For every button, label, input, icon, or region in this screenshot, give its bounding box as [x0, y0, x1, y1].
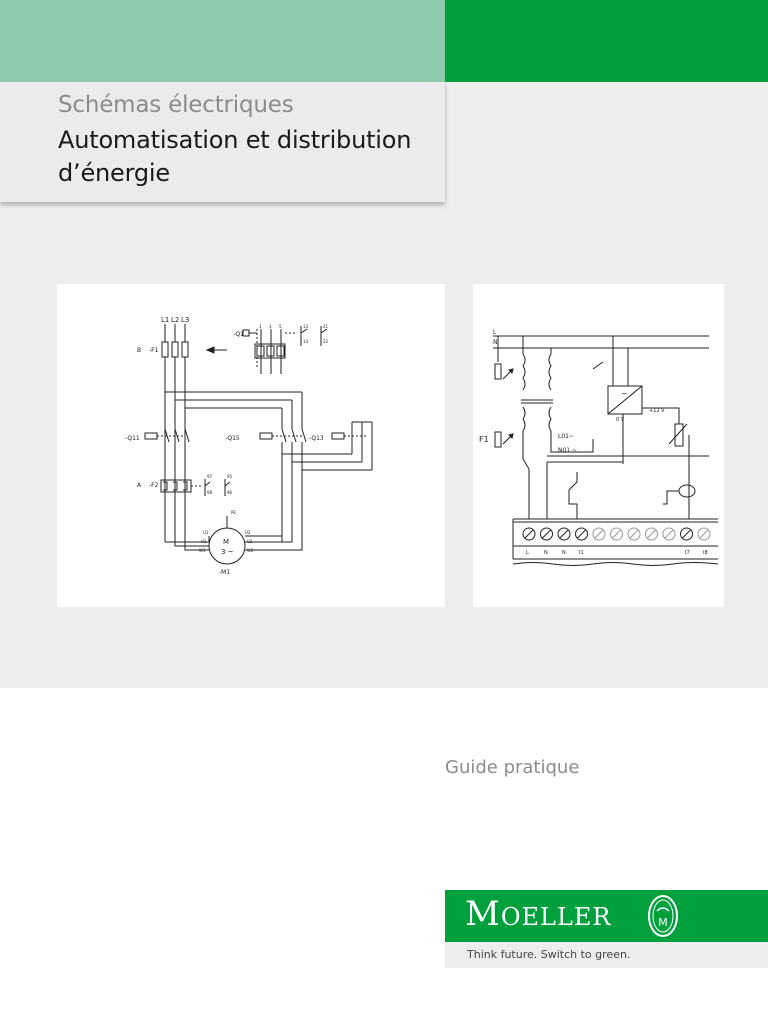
- terminal-slot: [577, 529, 586, 539]
- contact-number: 96: [227, 490, 233, 495]
- terminal-screw: [557, 527, 571, 541]
- contact-number: 14: [303, 339, 309, 344]
- contact-number: 3: [269, 324, 272, 329]
- terminal-slot: [542, 529, 551, 539]
- motor-ref: -M1: [219, 569, 230, 576]
- n01-label: N01 ~: [558, 447, 577, 454]
- terminal-label: I1: [579, 550, 584, 556]
- terminal-label: I7: [685, 550, 690, 556]
- terminal-slot: [647, 529, 656, 539]
- moeller-emblem-icon: M: [648, 895, 678, 937]
- terminal-slot: [524, 529, 534, 539]
- terminal-slot: [664, 529, 674, 539]
- title-box: [0, 82, 445, 202]
- winding-label: U2: [245, 530, 251, 535]
- document-subtitle: Schémas électriques: [58, 92, 294, 118]
- winding-label: V1: [201, 539, 207, 544]
- contact-number: 95: [227, 474, 233, 479]
- f2-label: -F2: [149, 482, 159, 489]
- winding-label: V2: [247, 539, 253, 544]
- motor-symbol: M: [223, 538, 229, 546]
- q11-label: -Q11: [125, 435, 140, 442]
- terminal-slot: [682, 529, 691, 539]
- line-n-label: N: [493, 339, 498, 346]
- terminal-label: N: [562, 550, 566, 556]
- contact-number: 13: [303, 324, 309, 329]
- terminal-screw: [610, 527, 623, 541]
- guide-label: Guide pratique: [445, 757, 580, 778]
- terminal-screw: [662, 527, 676, 541]
- contact-number: PE: [231, 510, 236, 515]
- motor-wiring-diagram: L1 L2 L3 B -F1 -Q1 1 3 5: [57, 284, 445, 607]
- contact-number: 97: [207, 474, 213, 479]
- phase-label: L3: [181, 316, 189, 324]
- terminal-slot: [612, 529, 621, 539]
- terminal-screw: [540, 527, 553, 541]
- contact-number: 22: [323, 339, 329, 344]
- tagline-bar: Think future. Switch to green.: [445, 942, 768, 968]
- q1-label: -Q1: [233, 331, 244, 338]
- control-relay-diagram: L N F1 L01~ N01 ~ ~ 0 V: [473, 284, 724, 607]
- terminal-slot: [559, 529, 569, 539]
- contact-number: 98: [207, 490, 213, 495]
- q13-label: -Q13: [309, 435, 324, 442]
- row-b-label: B: [137, 347, 141, 354]
- motor-phase: 3 ~: [221, 548, 234, 556]
- terminal-label: N: [544, 550, 548, 556]
- contact-number: 1: [259, 324, 262, 329]
- q15-label: -Q15: [225, 435, 240, 442]
- moeller-wordmark: Moeller: [465, 894, 612, 934]
- moeller-logo-bar: Moeller M: [445, 890, 768, 942]
- contact-number: 5: [279, 324, 282, 329]
- contact-number: 21: [323, 324, 329, 329]
- zero-volt-label: 0 V: [616, 417, 625, 423]
- tagline: Think future. Switch to green.: [467, 948, 631, 961]
- terminal-screw: [575, 527, 588, 541]
- terminal-slot: [699, 529, 709, 539]
- terminal-screw: [522, 527, 536, 541]
- terminal-slot: [594, 529, 604, 539]
- terminal-screw: [627, 527, 641, 541]
- phase-label: L1: [161, 316, 169, 324]
- phase-label: L2: [171, 316, 179, 324]
- terminal-slot: [629, 529, 639, 539]
- winding-label: U1: [203, 530, 209, 535]
- emblem-letters: M: [658, 916, 668, 929]
- document-title: Automatisation et distribution d’énergie: [58, 126, 412, 187]
- header-band-dark: [445, 0, 768, 82]
- line-l-label: L: [493, 329, 497, 336]
- winding-label: W2: [247, 548, 254, 553]
- terminal-screw: [645, 527, 658, 541]
- winding-label: W1: [199, 548, 206, 553]
- fuse-f1-label: -F1: [149, 347, 159, 354]
- l01-label: L01~: [558, 433, 574, 440]
- terminal-label: I8: [703, 550, 708, 556]
- fuse-f1-label: F1: [479, 435, 489, 444]
- terminal-screw: [592, 527, 606, 541]
- ac-symbol: ~: [621, 389, 628, 398]
- terminal-label: L: [526, 550, 529, 556]
- row-a-label: A: [137, 482, 142, 489]
- header-band-light: [0, 0, 445, 82]
- terminal-screw: [680, 527, 693, 541]
- terminal-screw: [697, 527, 711, 541]
- plus-12v-label: +12 V: [649, 408, 665, 414]
